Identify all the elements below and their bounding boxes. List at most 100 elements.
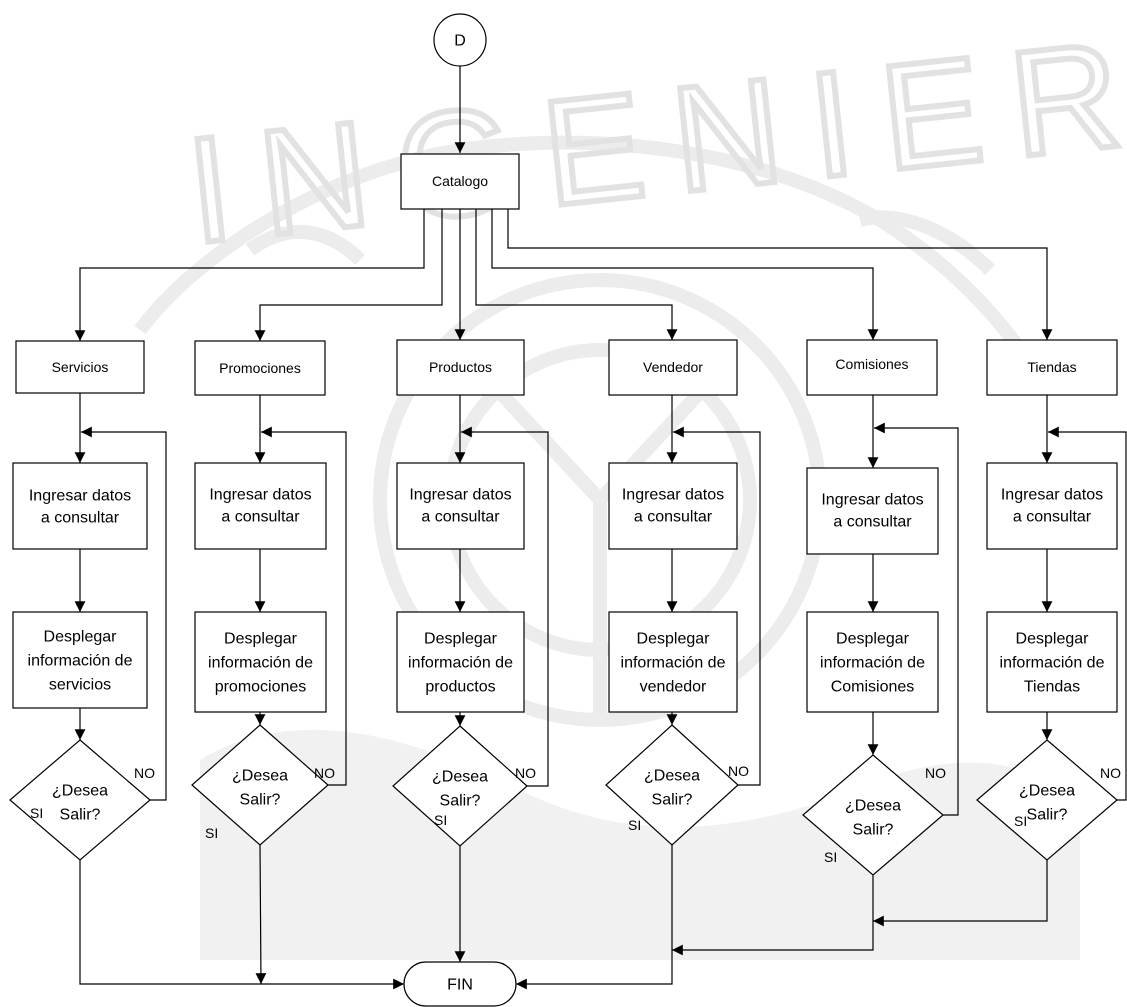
display-info-label-line: Comisiones bbox=[831, 679, 915, 696]
display-info-label-line: Desplegar bbox=[637, 631, 711, 648]
display-info-label-line: productos bbox=[425, 679, 495, 696]
exit-decision-label-line: ¿Desea bbox=[845, 798, 901, 815]
catalog-node-shape bbox=[400, 153, 520, 210]
input-data-label-line: a consultar bbox=[833, 514, 912, 531]
edge-no-loop-back bbox=[673, 426, 761, 786]
input-data-box bbox=[12, 462, 148, 550]
display-info-label-line: Desplegar bbox=[44, 629, 118, 646]
edge-catalog-to-servicios bbox=[74, 209, 425, 341]
edge-catalog-to-comisiones bbox=[491, 209, 879, 340]
watermark-title: INGENIERIA bbox=[180, 0, 1127, 275]
input-data-label-line: a consultar bbox=[1013, 509, 1092, 526]
yes-edge-label: SI bbox=[1014, 813, 1027, 829]
input-data-label-line: Ingresar datos bbox=[29, 488, 131, 505]
display-info-label-line: vendedor bbox=[640, 679, 707, 696]
edge-catalog-to-promociones bbox=[254, 209, 443, 341]
input-data-label-line: a consultar bbox=[634, 509, 713, 526]
display-info-label-line: Tiendas bbox=[1024, 679, 1080, 696]
branch-title-box bbox=[396, 339, 525, 396]
exit-decision-label-line: Salir? bbox=[60, 807, 101, 824]
exit-decision-label-line: Salir? bbox=[1027, 807, 1068, 824]
edge-si-vendedor-to-fin bbox=[516, 845, 673, 990]
display-info-box bbox=[396, 611, 525, 713]
end-terminal: FIN bbox=[403, 961, 517, 1007]
yes-edge-label: SI bbox=[628, 817, 641, 833]
edge-no-loop-back bbox=[1048, 426, 1127, 801]
display-info-label-line: información de bbox=[820, 655, 925, 672]
edge-si-tiendas-to-join bbox=[873, 860, 1048, 927]
exit-decision-label-line: ¿Desea bbox=[644, 768, 700, 785]
display-info-box bbox=[806, 611, 939, 713]
branch-title-label: Promociones bbox=[219, 360, 301, 376]
branch-title-box bbox=[608, 339, 738, 396]
display-info-label: Desplegar información de promociones bbox=[208, 631, 313, 696]
branch-title-label: Productos bbox=[429, 359, 492, 375]
branch-title-label: Tiendas bbox=[1027, 359, 1076, 375]
display-info-label-line: Desplegar bbox=[1016, 631, 1090, 648]
branch-title-box bbox=[15, 340, 145, 394]
input-data-label-line: a consultar bbox=[41, 510, 120, 527]
exit-decision-diamond bbox=[9, 739, 151, 861]
exit-decision-label-line: ¿Desea bbox=[1019, 783, 1075, 800]
display-info-label-line: información de bbox=[621, 655, 726, 672]
input-data-box bbox=[806, 467, 939, 555]
no-edge-label: NO bbox=[1100, 765, 1121, 781]
yes-edge-label: SI bbox=[205, 825, 218, 841]
edge-si-promociones-to-fin bbox=[255, 844, 267, 985]
input-data-label-line: Ingresar datos bbox=[409, 487, 511, 504]
input-data-box bbox=[396, 462, 525, 550]
edge-si-comisiones-to-join bbox=[672, 875, 874, 956]
display-info-box bbox=[194, 611, 327, 713]
exit-decision-label-line: ¿Desea bbox=[52, 783, 108, 800]
start-connector-label: D bbox=[454, 33, 466, 50]
branch-title-box bbox=[986, 339, 1118, 396]
exit-decision-label-line: Salir? bbox=[440, 793, 481, 810]
yes-edge-label: SI bbox=[30, 805, 43, 821]
exit-decision-label-line: Salir? bbox=[652, 792, 693, 809]
input-data-label: Ingresar datos a consultar bbox=[821, 492, 923, 531]
input-data-label-line: a consultar bbox=[421, 509, 500, 526]
branch-title-label: Vendedor bbox=[643, 359, 703, 375]
input-data-label-line: a consultar bbox=[221, 509, 300, 526]
display-info-box bbox=[12, 611, 148, 709]
display-info-label-line: Desplegar bbox=[224, 631, 298, 648]
display-info-label-line: información de bbox=[208, 655, 313, 672]
edge-catalog-to-vendedor bbox=[475, 209, 678, 340]
yes-edge-label: SI bbox=[824, 849, 837, 865]
display-info-label: Desplegar información de vendedor bbox=[621, 631, 726, 696]
display-info-label-line: promociones bbox=[215, 679, 307, 696]
input-data-box bbox=[608, 462, 738, 550]
no-edge-label: NO bbox=[925, 765, 946, 781]
branch-title-box bbox=[806, 339, 938, 396]
edge-si-servicios-to-fin bbox=[79, 860, 404, 990]
input-data-label: Ingresar datos a consultar bbox=[622, 487, 724, 526]
display-info-label-line: información de bbox=[1000, 655, 1105, 672]
no-edge-label: NO bbox=[515, 765, 536, 781]
exit-decision-label-line: ¿Desea bbox=[432, 769, 488, 786]
edge-no-loop-back bbox=[461, 426, 549, 787]
branch-title-label: Servicios bbox=[52, 359, 109, 375]
display-info-label-line: servicios bbox=[49, 677, 111, 694]
input-data-label-line: Ingresar datos bbox=[821, 492, 923, 509]
display-info-box bbox=[608, 611, 738, 713]
display-info-label-line: Desplegar bbox=[424, 631, 498, 648]
input-data-label-line: Ingresar datos bbox=[622, 487, 724, 504]
input-data-label: Ingresar datos a consultar bbox=[29, 488, 131, 527]
catalog-node-label: Catalogo bbox=[432, 173, 488, 189]
